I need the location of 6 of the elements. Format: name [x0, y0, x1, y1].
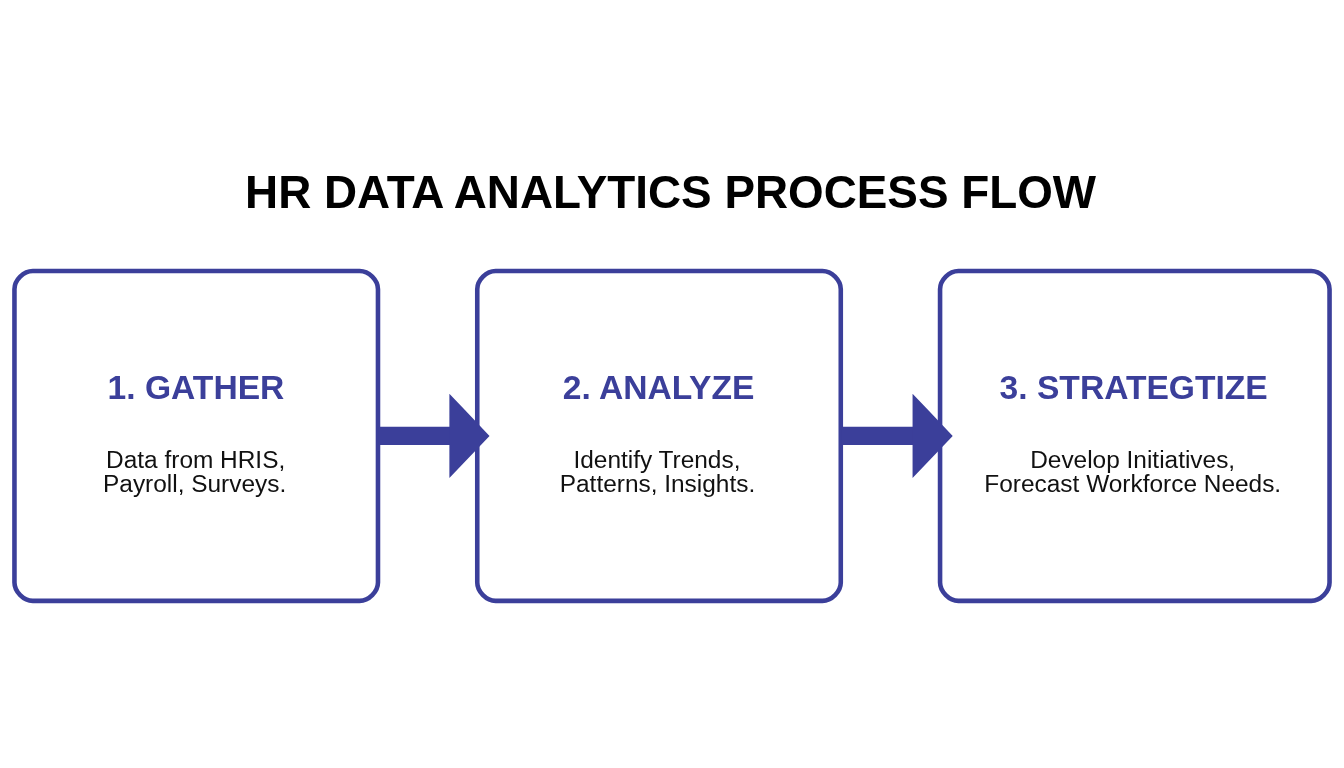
arrow [841, 393, 953, 479]
node-box: 3. STRATEGTIZE Develop Initiatives, Forecast Workforce Needs. [937, 268, 1332, 604]
node-box: 1. GATHER Data from HRIS, Payroll, Surveys. [12, 268, 381, 604]
node-box: 2. ANALYZE Identify Trends, Patterns, Insights. [474, 268, 844, 604]
diagram-title: HR DATA ANALYTICS PROCESS FLOW [245, 167, 1097, 219]
arrow [378, 393, 490, 479]
